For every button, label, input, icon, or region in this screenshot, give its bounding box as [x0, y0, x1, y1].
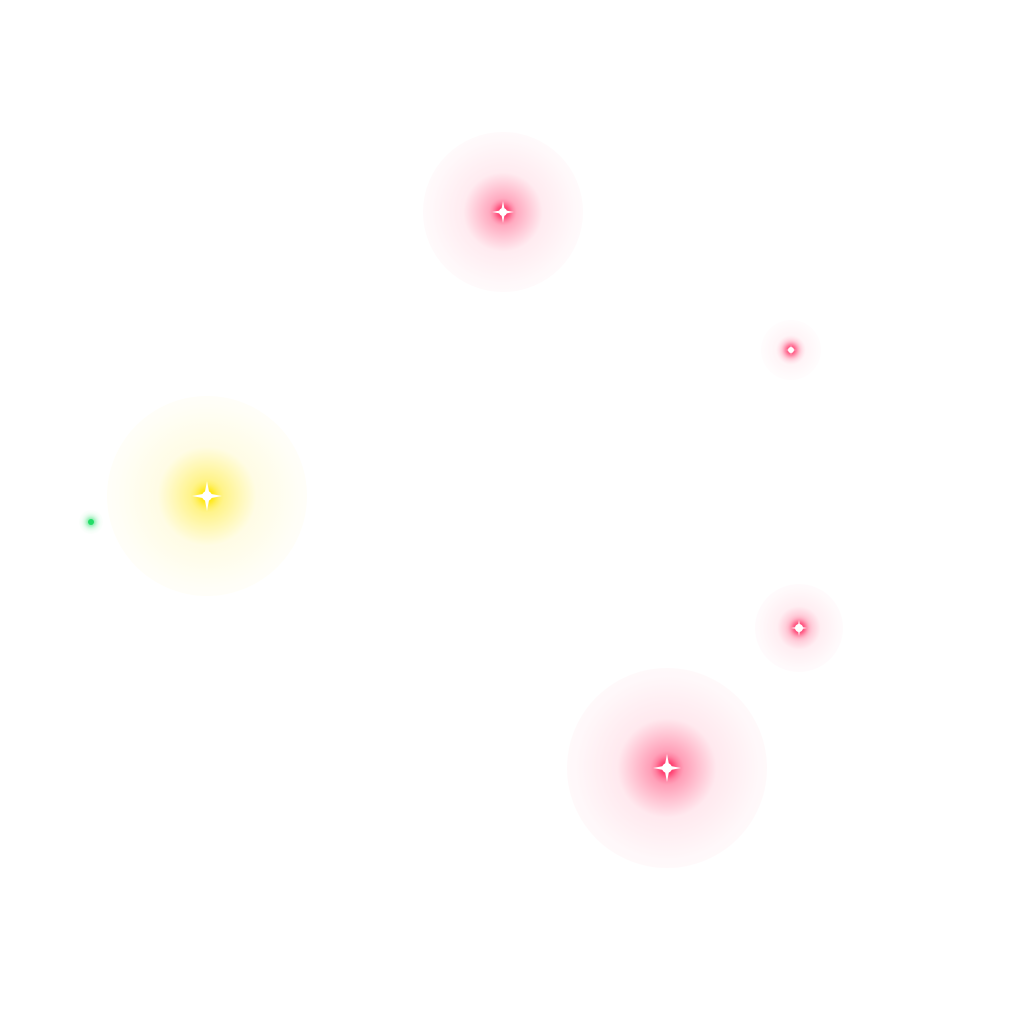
green-light-left-glow — [79, 510, 103, 534]
pink-light-top-sparkle — [492, 201, 514, 223]
pink-light-right-small-core — [788, 347, 794, 353]
pink-light-right-small-sparkle — [786, 345, 796, 355]
green-light-left-core — [88, 519, 94, 525]
pink-light-bottom-core — [662, 763, 672, 773]
pink-light-bottom-sparkle — [653, 754, 681, 782]
pink-light-right-core — [795, 624, 803, 632]
yellow-light-left-sparkle — [192, 481, 222, 511]
pink-light-bottom-glow — [567, 668, 767, 868]
pink-light-right-sparkle — [791, 620, 807, 636]
yellow-light-left-core — [202, 491, 212, 501]
pink-light-right-small-glow — [761, 320, 821, 380]
yellow-light-left-glow — [107, 396, 307, 596]
pink-light-top-core — [499, 208, 507, 216]
pink-light-right-glow — [755, 584, 843, 672]
pink-light-top-glow — [423, 132, 583, 292]
